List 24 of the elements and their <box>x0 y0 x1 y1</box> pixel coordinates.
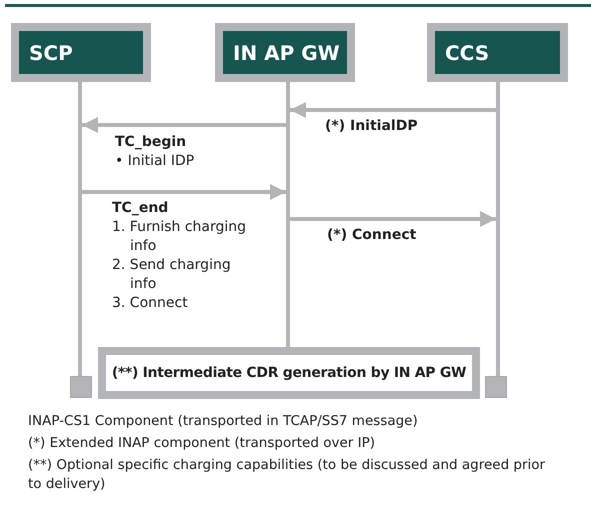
message-label: (*) InitialDP <box>325 117 418 136</box>
message-arrow <box>290 102 496 118</box>
lifeline-header: CCS <box>427 23 568 82</box>
footnote: (**) Optional specific charging capabilities (to be discussed and agreed prior to delivery) <box>28 456 546 494</box>
lifeline-end-box <box>485 376 507 398</box>
message-arrow <box>82 117 286 133</box>
message-label: TC_end <box>112 199 168 218</box>
lifeline <box>78 82 82 376</box>
message-detail: 3. Connect <box>112 294 189 313</box>
lifeline-header: IN AP GW <box>215 23 355 82</box>
message-arrow <box>82 184 286 200</box>
lifeline-header: SCP <box>11 23 151 82</box>
message-arrow <box>290 211 496 227</box>
lifeline-end-box <box>70 376 92 398</box>
footnote: (*) Extended INAP component (transported over IP) <box>28 434 376 453</box>
message-detail: • Initial IDP <box>115 152 196 171</box>
message-detail: 1. Furnish charging info <box>112 218 248 256</box>
lifeline <box>496 82 500 376</box>
message-label: TC_begin <box>115 133 186 152</box>
note-box: (**) Intermediate CDR generation by IN AP GW <box>98 347 480 399</box>
message-label: (*) Connect <box>327 226 416 245</box>
lifeline <box>286 82 290 347</box>
footnote: INAP-CS1 Component (transported in TCAP/SS7 message) <box>28 412 419 431</box>
message-detail: 2. Send charging info <box>112 256 232 294</box>
